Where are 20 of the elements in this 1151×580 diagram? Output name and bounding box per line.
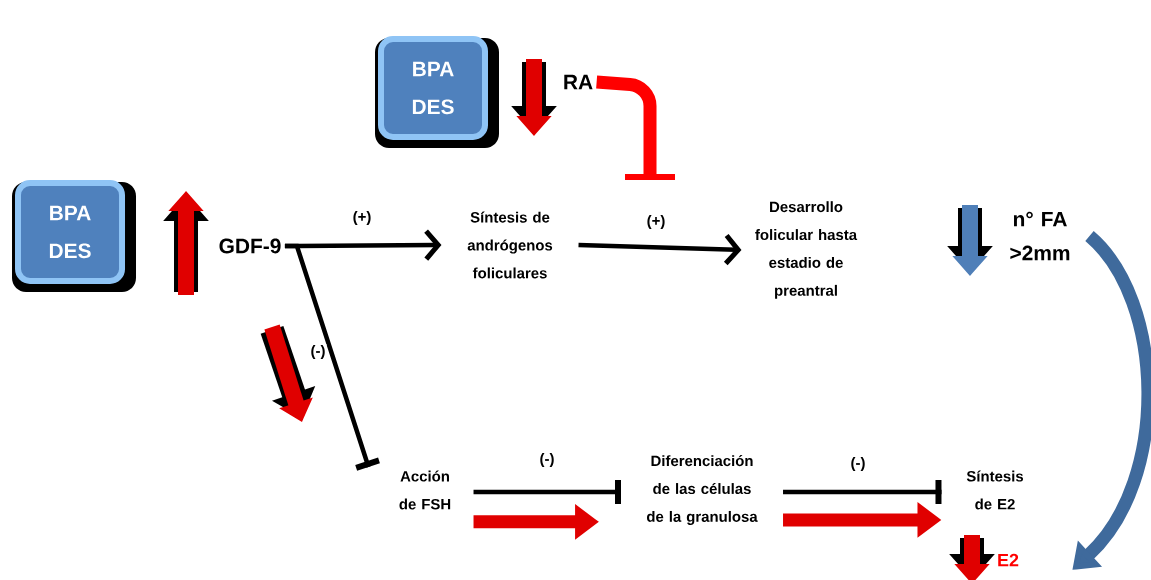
process-label: Desarrollo folicular hasta estadio de preantral	[755, 201, 858, 299]
edge-label: (+)	[645, 214, 667, 230]
arrow	[783, 480, 942, 504]
node-label: RA	[564, 74, 593, 90]
process-label: Síntesis de E2	[966, 470, 1024, 510]
node-label: n° FA >2mm	[1010, 211, 1070, 261]
node-label: E2	[998, 553, 1019, 567]
process-box: BPA DES	[375, 36, 499, 148]
arrow	[284, 243, 380, 471]
edge-label: (+)	[351, 210, 373, 226]
node-label: GDF-9	[219, 238, 281, 254]
process-label: Diferenciación de las células de la granulosa	[646, 455, 758, 525]
edge-label: (-)	[309, 344, 327, 360]
process-label: Síntesis de andrógenos foliculares	[467, 211, 553, 279]
process-box: BPA DES	[12, 180, 136, 292]
arrow	[473, 480, 621, 504]
edge-label: (-)	[849, 456, 867, 472]
process-label: Acción de FSH	[399, 470, 451, 510]
edge-label: (-)	[538, 452, 556, 468]
arrow	[578, 233, 742, 266]
